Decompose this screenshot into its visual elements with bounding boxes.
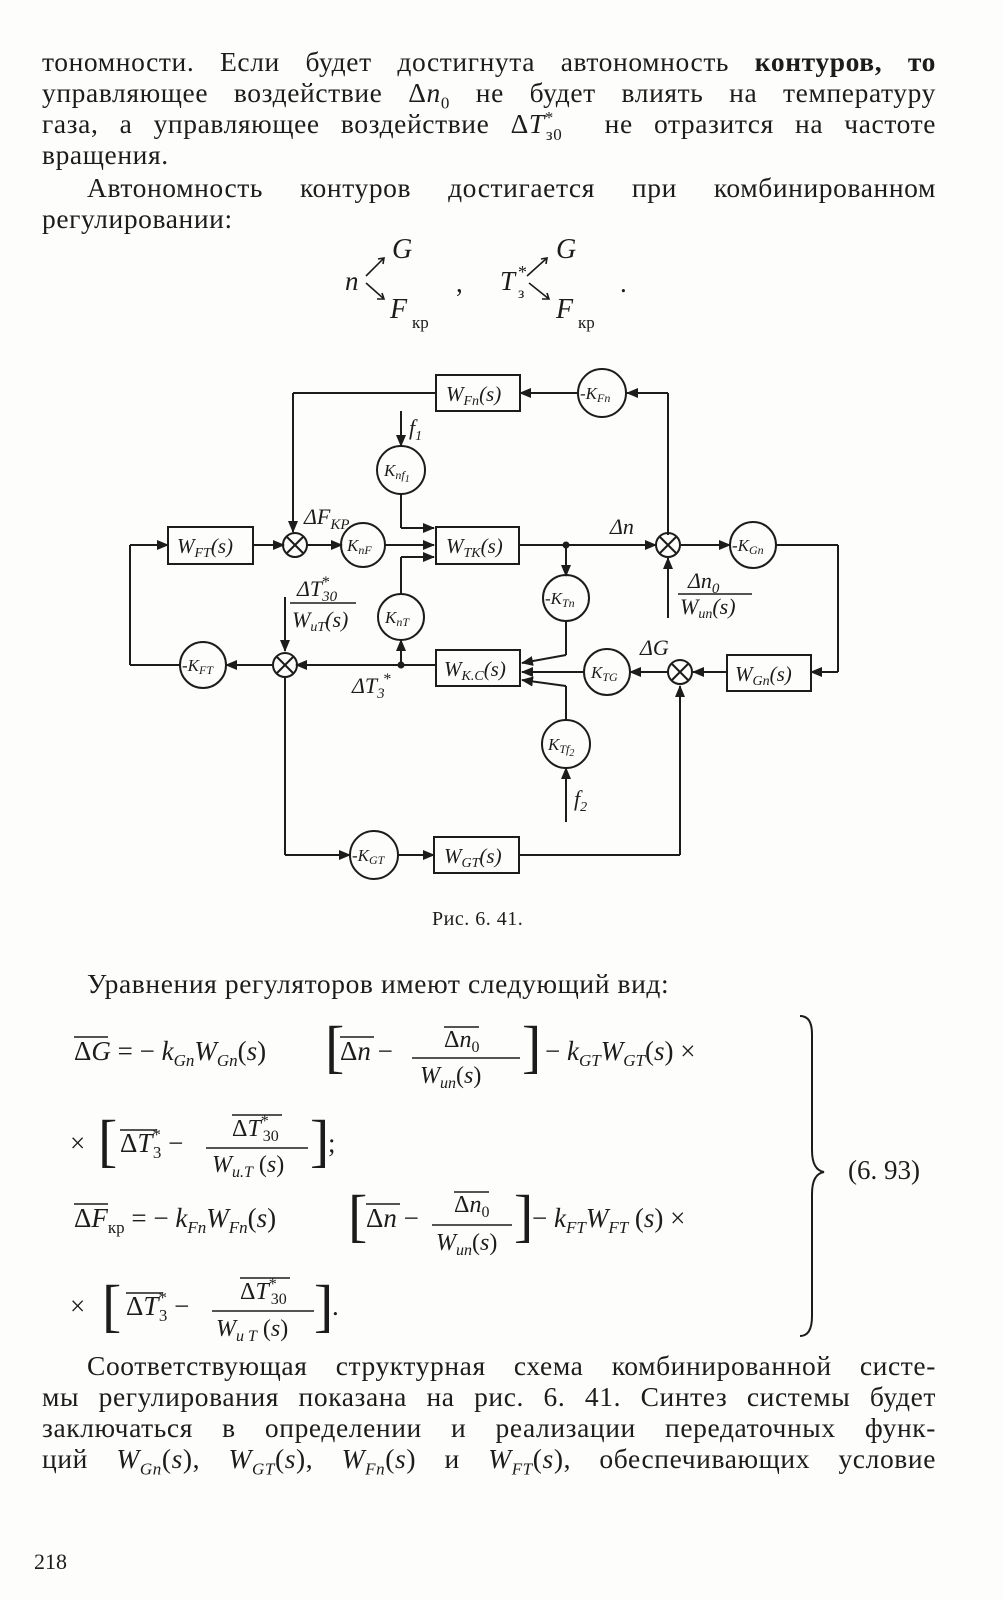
scheme-kr-sub2: кр (578, 313, 595, 332)
block-wgn (726, 654, 812, 692)
sum-junction-t3 (272, 652, 298, 678)
label-f1: f1 (409, 415, 422, 444)
label-wgt: WGT(s) (444, 844, 502, 871)
page-number: 218 (34, 1549, 67, 1574)
label-dg: ΔG (639, 635, 669, 660)
scheme-g: G (392, 234, 412, 265)
label-dt3: ΔT3* (351, 671, 391, 702)
sum-junction-n (655, 532, 681, 558)
svg-text:Wи T (s): Wи T (s) (216, 1316, 288, 1345)
equations-6-93: ΔG = − kGnWGn(s) [ Δn − Δn0 Wип(s) ] − k… (70, 1014, 825, 1345)
svg-text:ΔT*3 −: ΔT*3 − (120, 1125, 183, 1162)
svg-text:Δn0: Δn0 (454, 1192, 489, 1221)
label-dt30: ΔT30* (296, 574, 338, 605)
text-line: мы регулирования показана на рис. 6. 41.… (42, 1381, 936, 1412)
svg-text:Δn −: Δn − (340, 1036, 393, 1066)
gain-kfn (577, 368, 627, 418)
scheme-kr-sub: кр (412, 313, 429, 332)
gain-ktf2 (541, 719, 591, 769)
gain-knt (377, 593, 425, 641)
label-wfn: WFn(s) (446, 382, 501, 409)
combined-scheme: n G F кр , T * з G F кр . (345, 234, 627, 332)
text-line: вращения. (42, 139, 169, 170)
scheme-g2: G (556, 234, 576, 265)
svg-text:]: ] (522, 1014, 541, 1079)
svg-text:ΔFкр = − kFnWFn(s): ΔFкр = − kFnWFn(s) (74, 1203, 276, 1237)
gain-knf (340, 522, 386, 568)
svg-text:[: [ (98, 1108, 117, 1173)
label-wft: WFT(s) (177, 534, 233, 561)
svg-text:]: ] (314, 1273, 333, 1338)
svg-text:Wи.T (s): Wи.T (s) (212, 1152, 284, 1181)
gain-kgn (729, 521, 777, 569)
paragraph-top: тономности. Если будет достигнута автоно… (42, 46, 936, 170)
gain-ktg (583, 648, 631, 696)
svg-text:[: [ (325, 1014, 344, 1079)
scheme-t3: T (500, 266, 517, 296)
scheme-n: n (345, 266, 359, 296)
text-line: Уравнения регуляторов имеют следующий ви… (87, 968, 670, 999)
equations-intro: Уравнения регуляторов имеют следующий ви… (42, 968, 936, 999)
label-wut: WuT(s) (292, 607, 348, 635)
gain-ktn (542, 574, 590, 622)
label-wkc: WK.C(s) (444, 657, 506, 684)
scheme-t3-star: * (518, 262, 527, 282)
gain-kft (179, 641, 227, 689)
text-line: Соответствующая структурная схема комбин… (87, 1350, 936, 1381)
text-line: ций WGn(s), WGT(s), WFn(s) и WFT(s), обе… (42, 1443, 936, 1479)
label-wtk: WTK(s) (446, 534, 503, 561)
svg-text:ΔT*30: ΔT*30 (232, 1113, 279, 1145)
label-f2: f2 (574, 786, 587, 815)
text-line: заключаться в определении и реализации п… (42, 1412, 936, 1443)
svg-text:×: × (70, 1128, 85, 1158)
sum-junction-g (667, 659, 693, 685)
text-line: тономности. Если будет достигнута автоно… (42, 46, 936, 77)
svg-text:×: × (70, 1291, 85, 1321)
svg-text:;: ; (328, 1128, 336, 1158)
sum-junction-fkr (282, 532, 308, 558)
gain-kgt (349, 830, 399, 880)
paragraph-autonomy: Автономность контуров достигается при ко… (42, 172, 936, 234)
paragraph-bottom: Соответствующая структурная схема комбин… (42, 1350, 936, 1479)
svg-text:ΔG = − kGnWGn(s): ΔG = − kGnWGn(s) (74, 1036, 266, 1070)
text-line: регулировании: (42, 203, 233, 234)
svg-text:[: [ (348, 1183, 367, 1248)
svg-text:Wип(s): Wип(s) (420, 1063, 481, 1092)
right-brace (799, 1015, 825, 1337)
equation-number: (6. 93) (848, 1155, 920, 1185)
svg-text:Δn0: Δn0 (444, 1027, 479, 1056)
text-line: газа, а управляющее воздействие ΔT*з0 не… (42, 107, 937, 144)
svg-text:− kGTWGT(s) ×: − kGTWGT(s) × (545, 1036, 695, 1070)
scheme-dot: . (620, 268, 627, 298)
block-wft (167, 526, 254, 565)
figure-caption: Рис. 6. 41. (432, 908, 524, 930)
svg-text:.: . (332, 1291, 339, 1321)
block-wtk (435, 526, 520, 565)
svg-text:[: [ (102, 1273, 121, 1338)
label-dn0: Δn0 (687, 568, 720, 597)
text-line: управляющее воздействие Δn0 не будет вли… (42, 77, 936, 113)
block-wkc (435, 649, 521, 687)
svg-text:]: ] (310, 1108, 329, 1173)
block-wgt (433, 836, 520, 874)
label-wgn: WGn(s) (735, 662, 792, 689)
block-diagram: WFn(s) WTK(s) WK.C(s) WGn(s) WFT(s) WGT(… (129, 368, 839, 880)
svg-text:]: ] (514, 1183, 533, 1248)
block-wfn (435, 374, 521, 412)
label-dn: Δn (609, 514, 634, 539)
scheme-fkr2: F (555, 294, 574, 325)
svg-text:− kFTWFT (s) ×: − kFTWFT (s) × (532, 1203, 685, 1237)
svg-text:Δn −: Δn − (366, 1203, 419, 1233)
scheme-t3-sub: з (518, 285, 524, 302)
svg-text:ΔT*3 −: ΔT*3 − (126, 1288, 189, 1325)
label-dfkr: ΔFKP (303, 504, 350, 533)
svg-text:Wип(s): Wип(s) (436, 1230, 497, 1259)
svg-text:ΔT*30: ΔT*30 (240, 1276, 287, 1308)
scheme-comma: , (456, 268, 463, 298)
scheme-fkr: F (389, 294, 408, 325)
gain-knf1 (376, 445, 426, 495)
label-wun: Wun(s) (680, 594, 736, 622)
text-line: Автономность контуров достигается при ко… (87, 172, 936, 203)
